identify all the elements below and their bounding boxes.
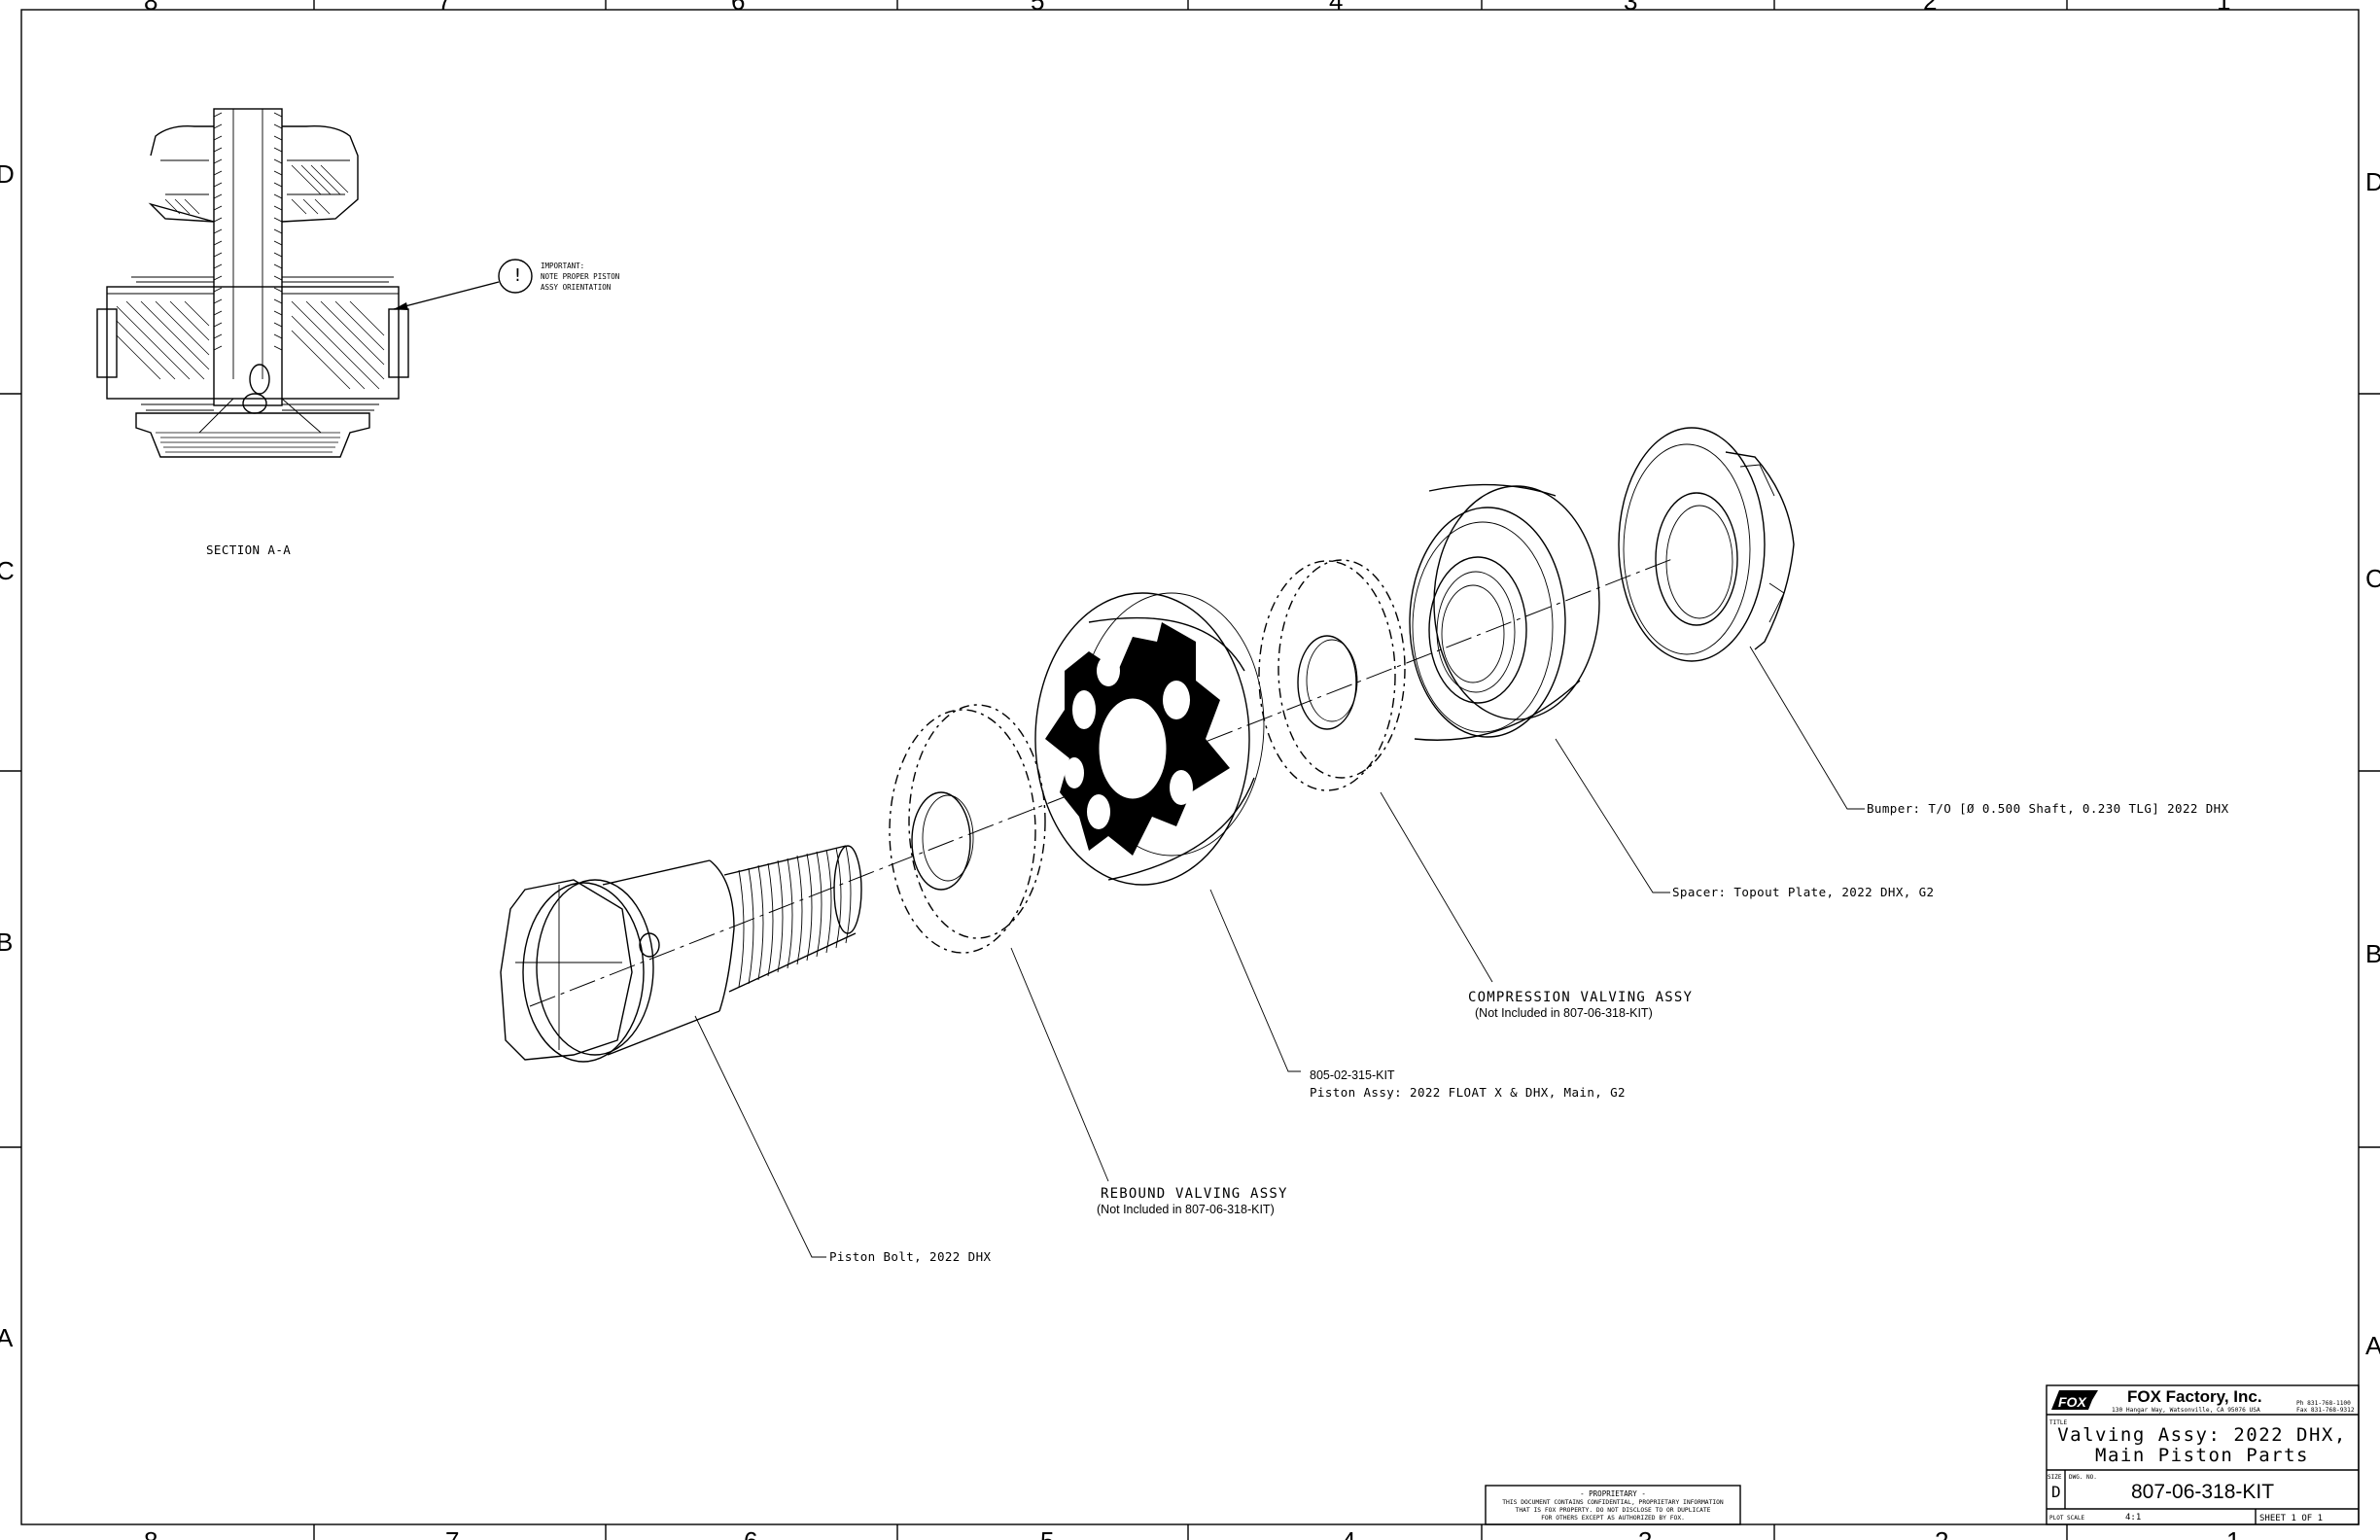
zone-col-3-bottom: 3 — [1638, 1526, 1652, 1540]
proprietary-notice: - PROPRIETARY - THIS DOCUMENT CONTAINS C… — [1485, 1485, 1741, 1525]
shaft-thread — [213, 109, 283, 379]
zone-col-7-bottom: 7 — [445, 1526, 459, 1540]
piston-description: Piston Assy: 2022 FLOAT X & DHX, Main, G… — [1310, 1085, 1626, 1100]
rebound-title: REBOUND VALVING ASSY — [1101, 1186, 1288, 1202]
zone-col-4-top: 4 — [1329, 0, 1343, 16]
zone-row-c-right: C — [2365, 564, 2380, 593]
zone-col-2-bottom: 2 — [1935, 1526, 1948, 1540]
zone-col-2-top: 2 — [1923, 0, 1937, 16]
bolt-label: Piston Bolt, 2022 DHX — [829, 1249, 992, 1264]
zone-row-d-right: D — [2365, 167, 2380, 196]
piston-part-number: 805-02-315-KIT — [1310, 1068, 1395, 1082]
company-phone: Ph 831-768-1100 — [2296, 1400, 2351, 1407]
bolt-head-hatch — [156, 432, 340, 453]
zone-col-3-top: 3 — [1624, 0, 1637, 16]
note-balloon — [498, 259, 533, 294]
zone-row-a-left: A — [0, 1323, 14, 1352]
drawing-title-line-1: Valving Assy: 2022 DHX, — [2057, 1424, 2347, 1446]
proprietary-line-3: THAT IS FOX PROPERTY. DO NOT DISCLOSE TO… — [1516, 1507, 1711, 1514]
exclamation-icon: ! — [512, 265, 523, 286]
proprietary-line-1: - PROPRIETARY - — [1580, 1489, 1646, 1498]
rebound-valving-assy — [889, 704, 1046, 954]
plot-scale-value: 4:1 — [2125, 1513, 2141, 1522]
fox-logo-text: FOX — [2058, 1394, 2087, 1410]
note-line-2: NOTE PROPER PISTON — [541, 272, 619, 281]
zone-col-4-bottom: 4 — [1342, 1526, 1355, 1540]
top-cap-hatch — [164, 164, 349, 215]
sheet-number: SHEET 1 OF 1 — [2259, 1514, 2323, 1523]
note-line-3: ASSY ORIENTATION — [541, 283, 611, 292]
rebound-note: (Not Included in 807-06-318-KIT) — [1097, 1203, 1275, 1216]
piston-hatch — [116, 300, 385, 390]
note-line-1: IMPORTANT: — [541, 262, 584, 270]
zone-col-6-top: 6 — [731, 0, 745, 16]
zone-col-5-top: 5 — [1031, 0, 1044, 16]
company-fax: Fax 831-768-9312 — [2296, 1407, 2355, 1414]
size-value: D — [2051, 1483, 2061, 1501]
dwg-no-label: DWG. NO. — [2069, 1474, 2097, 1481]
zone-row-d-left: D — [0, 159, 15, 189]
zone-row-c-left: C — [0, 556, 15, 585]
title-block: FOX FOX Factory, Inc. 130 Hangar Way, Wa… — [2046, 1384, 2360, 1525]
zone-col-1-bottom: 1 — [2226, 1526, 2240, 1540]
company-name: FOX Factory, Inc. — [2127, 1387, 2262, 1406]
drawing-title-line-2: Main Piston Parts — [2095, 1445, 2309, 1466]
compression-title: COMPRESSION VALVING ASSY — [1468, 990, 1693, 1005]
zone-col-7-top: 7 — [438, 0, 451, 16]
bumper-topout — [1618, 427, 1795, 662]
exploded-view: Bumper: T/O [Ø 0.500 Shaft, 0.230 TLG] 2… — [500, 427, 2229, 1264]
proprietary-line-4: FOR OTHERS EXCEPT AS AUTHORIZED BY FOX. — [1541, 1515, 1685, 1522]
leader-lines — [694, 646, 1865, 1258]
zone-col-1-top: 1 — [2217, 0, 2230, 16]
title-label: TITLE — [2049, 1419, 2067, 1426]
zone-row-b-left: B — [0, 928, 13, 957]
zone-col-8-top: 8 — [144, 0, 158, 16]
zone-col-5-bottom: 5 — [1040, 1526, 1054, 1540]
dwg-no-value: 807-06-318-KIT — [2131, 1481, 2274, 1503]
zone-row-b-right: B — [2365, 939, 2380, 968]
spacer-topout-plate — [1409, 483, 1600, 741]
company-address: 130 Hangar Way, Watsonville, CA 95076 US… — [2112, 1407, 2260, 1414]
bumper-label: Bumper: T/O [Ø 0.500 Shaft, 0.230 TLG] 2… — [1867, 801, 2229, 816]
section-label: SECTION A-A — [206, 542, 291, 557]
section-a-a-view: ! IMPORTANT: NOTE PROPER PISTON ASSY ORI… — [96, 108, 619, 557]
proprietary-line-2: THIS DOCUMENT CONTAINS CONFIDENTIAL, PRO… — [1502, 1499, 1724, 1506]
compression-valving-assy — [1258, 559, 1406, 791]
piston-bolt — [500, 845, 862, 1063]
spacer-label: Spacer: Topout Plate, 2022 DHX, G2 — [1672, 885, 1934, 899]
piston-assy — [1034, 592, 1265, 886]
zone-row-a-right: A — [2365, 1331, 2380, 1360]
zone-col-6-bottom: 6 — [744, 1526, 757, 1540]
compression-note: (Not Included in 807-06-318-KIT) — [1475, 1006, 1653, 1020]
fox-logo: FOX — [2051, 1390, 2098, 1410]
size-label: SIZE — [2048, 1474, 2062, 1481]
zone-col-8-bottom: 8 — [144, 1526, 158, 1540]
plot-scale-label: PLOT SCALE — [2049, 1515, 2085, 1522]
